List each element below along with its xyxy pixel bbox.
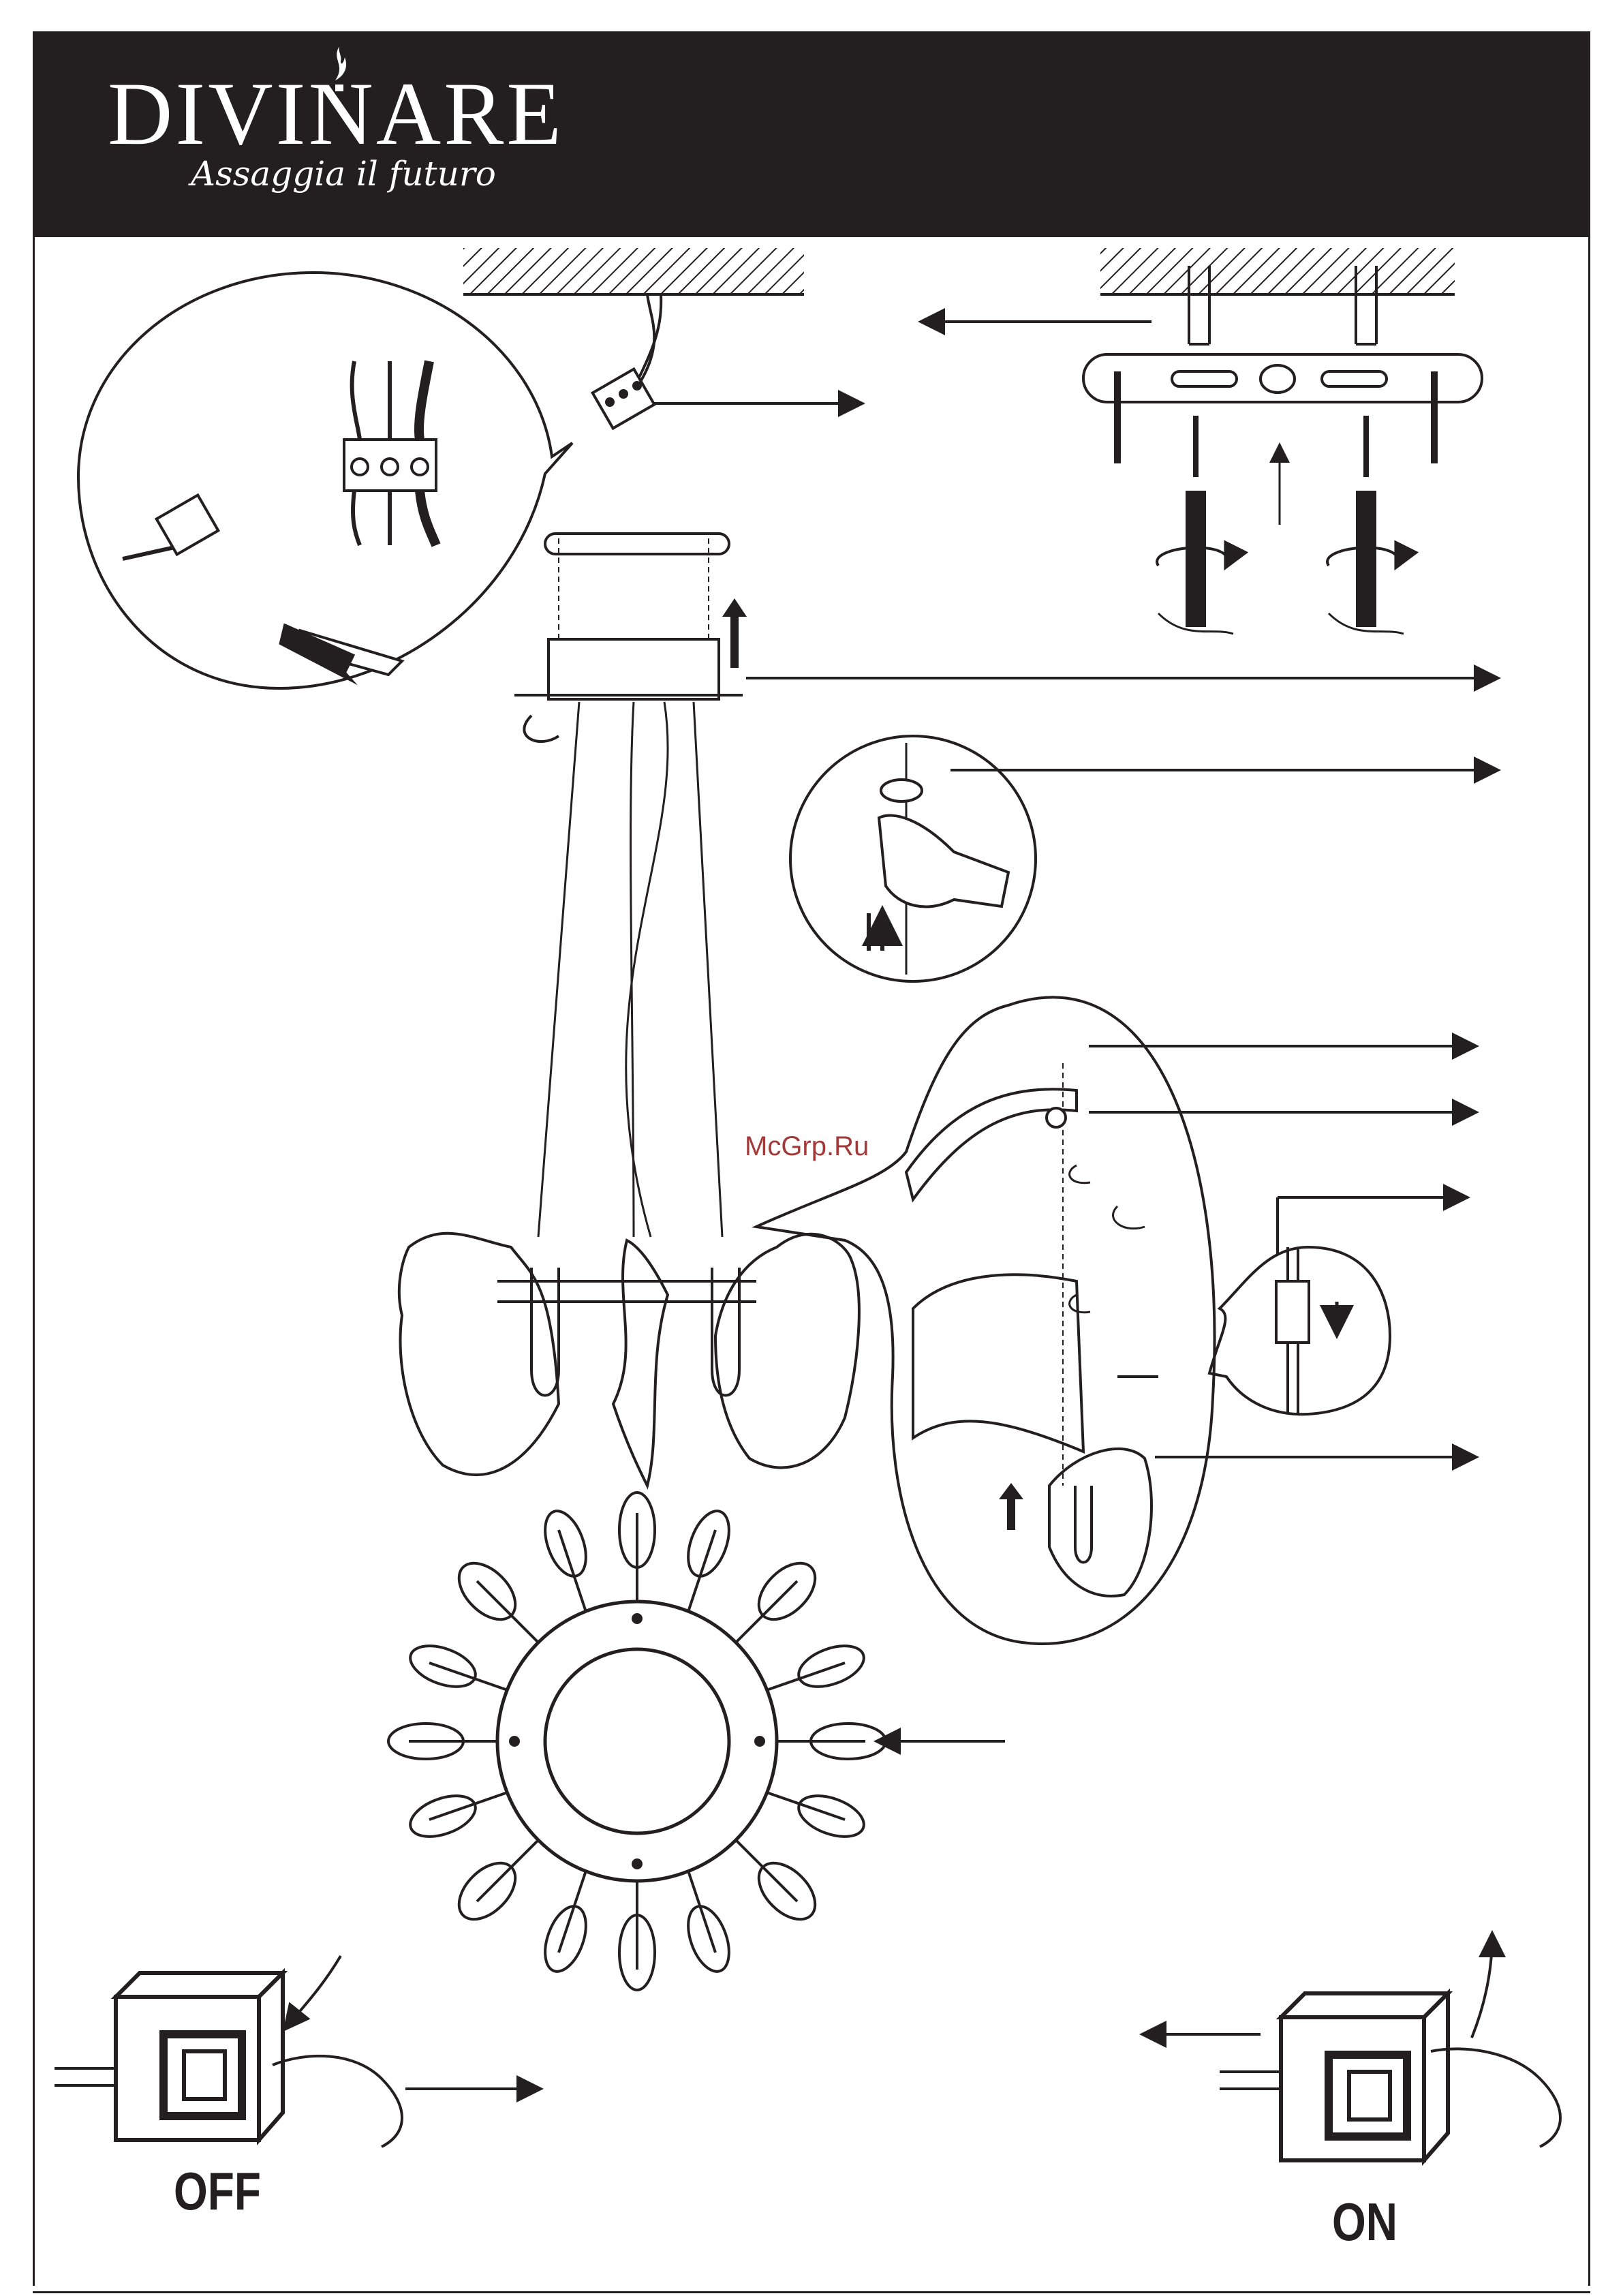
hand-icon <box>273 2056 402 2147</box>
rotate-icon <box>524 716 559 741</box>
arrow-up-icon <box>999 1483 1023 1530</box>
arrow-up-icon <box>722 598 747 668</box>
watermark: McGrp.Ru <box>745 1131 869 1162</box>
canopy <box>514 598 747 699</box>
hand-icon <box>879 816 1008 907</box>
canopy-mount-bar <box>545 534 729 639</box>
wire-connector-icon <box>593 369 655 429</box>
arm-detail-bubble <box>756 997 1215 1644</box>
chandelier-side-view <box>399 1234 859 1486</box>
light-switch-icon <box>1220 1935 1560 2160</box>
chandelier-top-view <box>388 1493 886 1990</box>
ceiling-right <box>1100 248 1455 344</box>
switch-off-label: OFF <box>174 2160 261 2222</box>
cable-adjust-bubble <box>790 736 1036 981</box>
suspension-cables <box>524 702 722 1237</box>
wire-detail-bubble <box>1209 1247 1390 1414</box>
hand-icon <box>1431 2049 1560 2147</box>
light-switch-icon <box>55 1956 402 2147</box>
wiring-detail-bubble <box>78 273 572 692</box>
mounting-bar <box>1083 354 1482 525</box>
switch-on-label: ON <box>1332 2191 1397 2253</box>
